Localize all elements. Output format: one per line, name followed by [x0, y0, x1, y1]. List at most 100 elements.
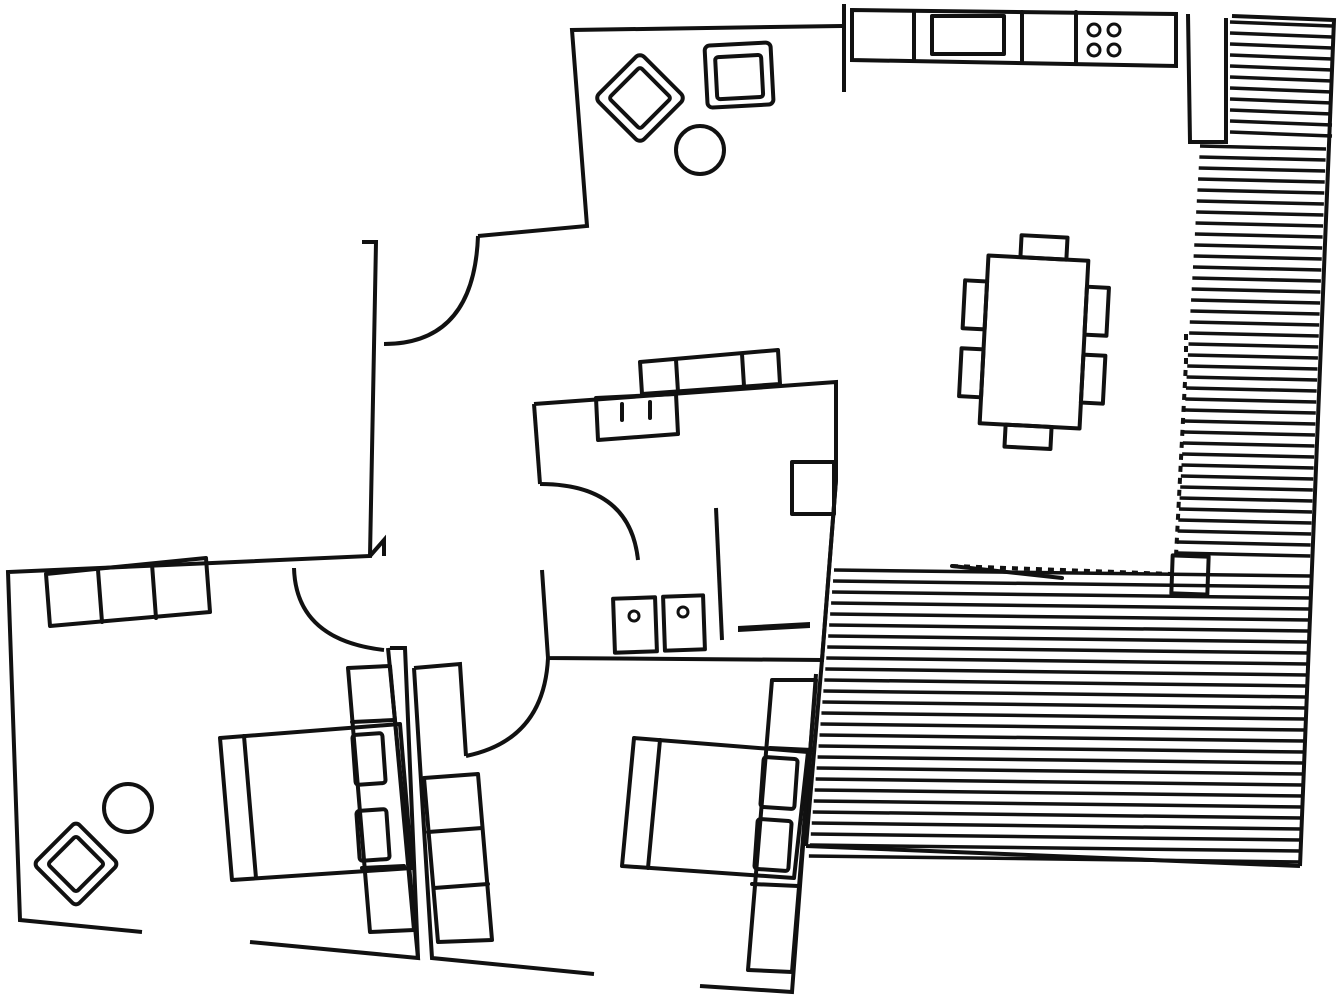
walls	[5, 4, 1228, 995]
chair-icon	[957, 346, 986, 400]
wall-living-north	[477, 24, 843, 238]
deck-board	[1229, 119, 1333, 127]
kitchen-sink	[930, 14, 1006, 56]
deck-board	[1229, 130, 1333, 138]
chair-icon	[1078, 352, 1108, 406]
deck-board	[1198, 177, 1325, 184]
deck-board	[1195, 221, 1324, 228]
deck-board	[1180, 474, 1314, 481]
kitchen	[850, 7, 1178, 69]
deck-board	[811, 821, 1302, 831]
chair-icon	[1082, 284, 1111, 338]
deck-board	[1187, 353, 1318, 360]
deck-board	[832, 590, 1310, 600]
deck-board	[1181, 463, 1314, 470]
railing	[950, 334, 1211, 597]
deck-board	[1191, 287, 1321, 294]
dryer	[661, 593, 707, 653]
deck-board	[1192, 265, 1322, 272]
deck-board	[1194, 243, 1323, 250]
deck-board	[1193, 254, 1322, 261]
wall-bedroom2-west	[412, 667, 595, 976]
wardrobe-divider	[750, 746, 814, 888]
deck-boards-top	[1229, 20, 1333, 138]
pillow-icon	[354, 807, 392, 863]
deck-board	[824, 678, 1307, 688]
dining-area	[957, 233, 1111, 452]
dining-table	[977, 253, 1091, 431]
stove-burner-icon	[1086, 22, 1102, 38]
armchair-icon	[702, 40, 776, 110]
deck-board	[1179, 496, 1313, 503]
deck-board	[818, 744, 1305, 754]
deck-board	[830, 612, 1309, 622]
deck-board	[1176, 551, 1311, 558]
wall-bath	[533, 379, 838, 663]
door-bedroom2-swing	[465, 657, 550, 758]
deck-board	[1184, 408, 1316, 415]
counter-divider	[912, 10, 1078, 66]
deck-board	[1229, 42, 1333, 50]
deck-board	[1194, 232, 1323, 239]
deck-board	[1197, 188, 1325, 195]
bath-towel-rail	[738, 622, 810, 632]
kitchen-counter	[850, 7, 1178, 69]
deck-board	[1192, 276, 1321, 283]
deck-board	[813, 799, 1303, 809]
wardrobe-divider	[350, 718, 406, 870]
deck-board	[831, 601, 1309, 611]
deck-board	[1229, 20, 1333, 28]
railing-dashed-vertical	[1174, 334, 1188, 557]
deck-board	[821, 711, 1306, 721]
dresser-divider	[96, 562, 158, 624]
deck-board	[1177, 540, 1311, 547]
deck	[805, 14, 1337, 868]
deck-board	[1184, 419, 1316, 426]
deck-board	[1229, 64, 1333, 72]
deck-board	[1199, 144, 1327, 151]
deck-board	[1190, 309, 1320, 316]
bath-shelf	[790, 460, 836, 516]
deck-board	[1180, 485, 1313, 492]
door-bedroom1-swing	[292, 567, 385, 652]
deck-board	[1229, 75, 1333, 83]
deck-board	[833, 568, 1311, 578]
bedroom-2	[422, 678, 818, 974]
wall-bath-west	[532, 403, 542, 485]
living-room	[595, 40, 776, 176]
deck-board	[1229, 97, 1333, 105]
stove-burner-icon	[1106, 22, 1122, 38]
deck-board	[1182, 452, 1315, 459]
railing-dashed-horizontal	[951, 564, 1173, 576]
deck-board	[828, 634, 1308, 644]
deck-board	[814, 788, 1303, 798]
vanity-tap-icon	[620, 400, 652, 422]
double-bed	[218, 722, 414, 882]
deck-board	[812, 810, 1302, 820]
deck-board	[827, 645, 1308, 655]
deck-board	[1191, 298, 1321, 305]
bed-headboard-line	[646, 738, 662, 870]
stove-burner-icon	[1106, 42, 1122, 58]
deck-board	[819, 733, 1305, 743]
deck-board	[1229, 108, 1333, 116]
deck-board	[1189, 331, 1319, 338]
railing-solid-segment	[950, 564, 1064, 580]
wall-hall-door-jamb	[413, 661, 468, 757]
deck-board	[1196, 199, 1324, 206]
wall-hall-divider	[390, 646, 420, 959]
deck-board	[1229, 53, 1333, 61]
bath-cabinet	[638, 348, 782, 396]
wardrobe	[346, 664, 416, 934]
bathroom	[594, 348, 836, 655]
wall-living-east	[804, 479, 838, 847]
wardrobe	[422, 772, 494, 944]
side-table-icon	[102, 782, 154, 834]
deck-board	[1198, 166, 1326, 173]
deck-board	[1229, 86, 1333, 94]
deck-board	[826, 656, 1308, 666]
deck-board	[1196, 210, 1324, 217]
deck-board	[1183, 430, 1315, 437]
bath-vanity	[594, 392, 680, 442]
